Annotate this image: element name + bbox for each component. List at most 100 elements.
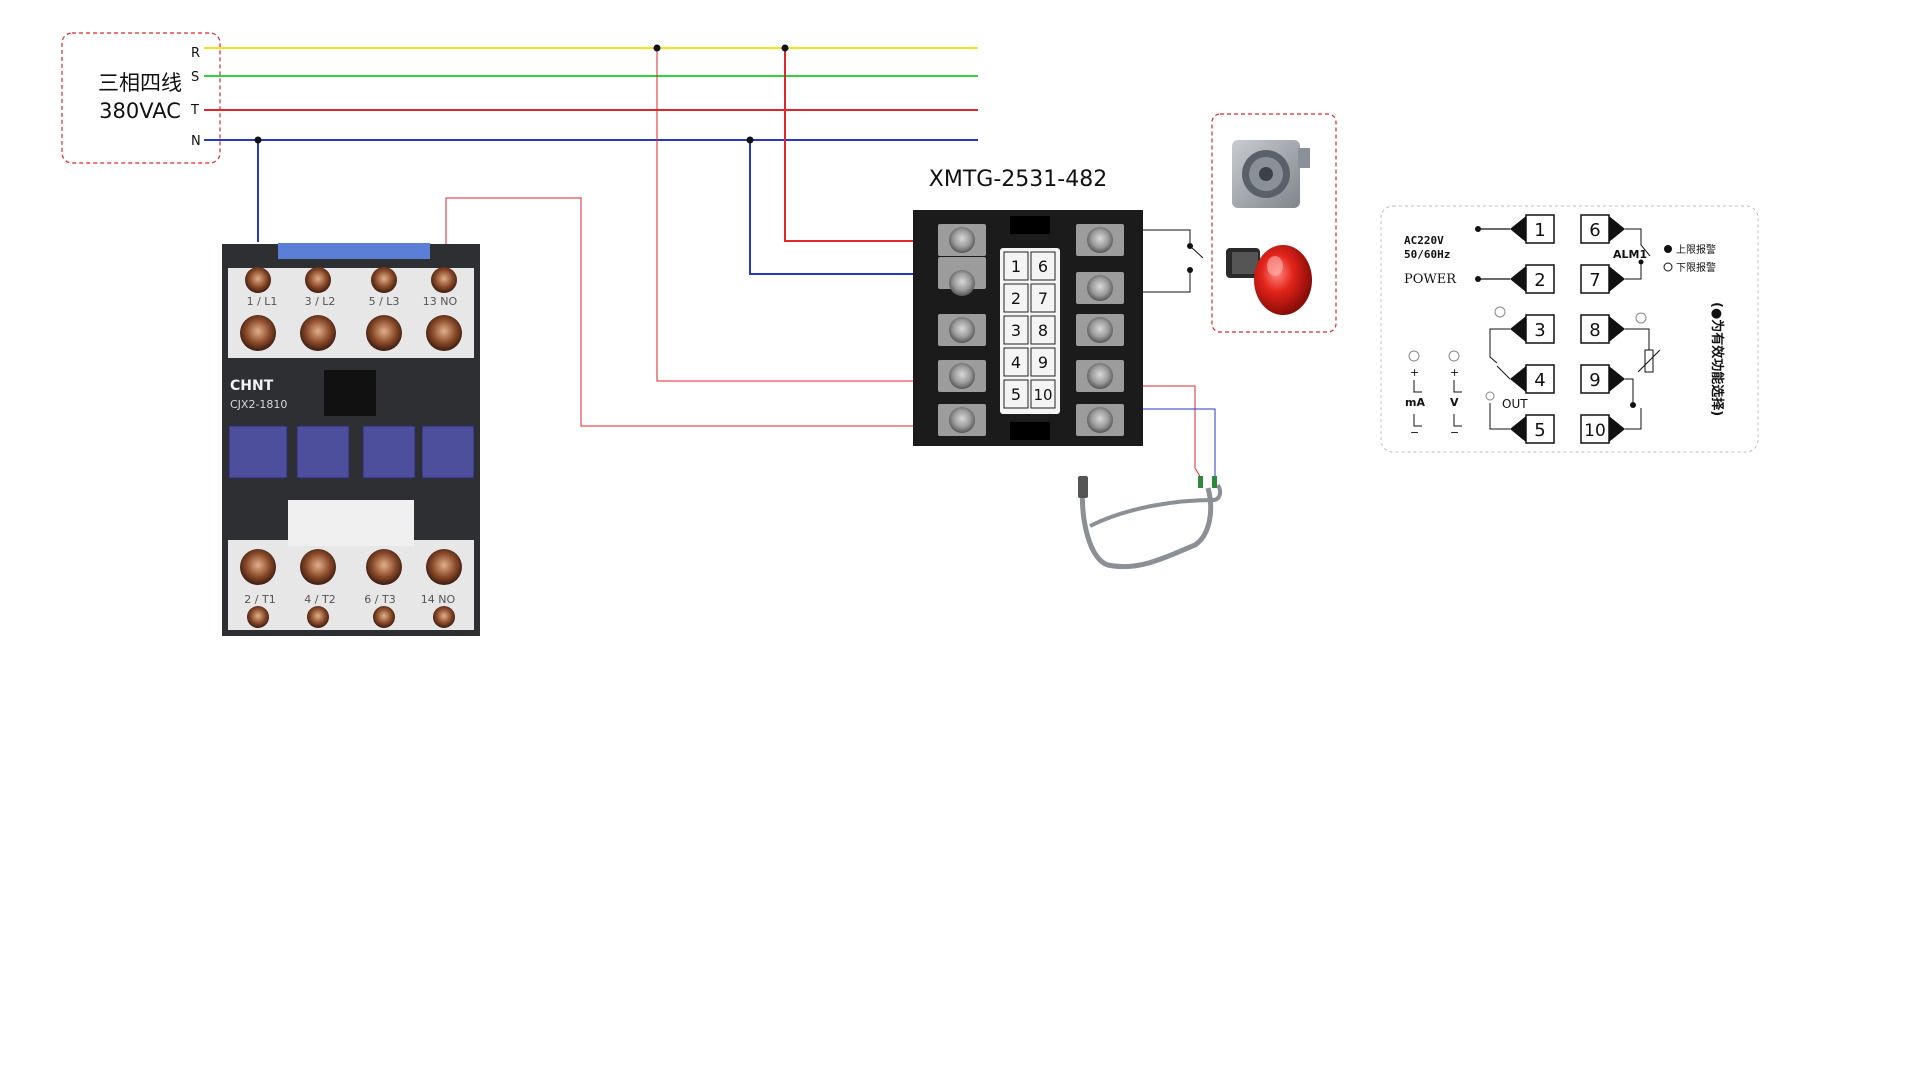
contactor-contact-block	[228, 425, 288, 479]
legend-minus: −	[1450, 426, 1459, 439]
screw-icon	[1087, 317, 1113, 343]
controller-terminal-number: 4	[1011, 353, 1021, 372]
contactor-top-screws	[240, 267, 462, 351]
legend-plus: +	[1450, 366, 1459, 379]
junction-dot	[1187, 243, 1193, 249]
controller-terminal-number: 7	[1038, 289, 1048, 308]
legend-lower-alarm: 下限报警	[1676, 261, 1716, 274]
contactor-contact-block	[421, 425, 475, 479]
legend-alarm-label: ALM1	[1613, 248, 1647, 261]
contactor-top-cover	[278, 243, 430, 259]
controller-right-terminals	[1076, 224, 1124, 436]
screw-icon	[949, 317, 975, 343]
power-source-label-line2: 380VAC	[99, 99, 181, 123]
screw-icon	[949, 270, 975, 296]
sensor-probe	[1078, 476, 1088, 498]
contactor-bottom-terminal-label: 14 NO	[421, 593, 456, 606]
legend-terminal-number: 4	[1534, 370, 1545, 391]
legend-ma-label: mA	[1405, 396, 1425, 409]
upper-alarm-selected-icon	[1664, 245, 1672, 253]
bus-lines	[204, 47, 978, 141]
legend-upper-alarm: 上限报警	[1676, 243, 1716, 256]
wire-terminal-10-to-sensor	[1140, 408, 1216, 478]
controller-top-notch	[1010, 216, 1050, 234]
alarm-devices-box	[1211, 113, 1337, 333]
screw-icon	[300, 549, 336, 585]
legend-terminal-number: 1	[1534, 220, 1545, 241]
phase-label-s: S	[191, 70, 199, 85]
contactor-bottom-terminal-label: 4 / T2	[304, 593, 335, 606]
screw-icon	[1087, 407, 1113, 433]
screw-icon	[305, 267, 331, 293]
screw-icon	[240, 549, 276, 585]
screw-icon	[307, 606, 329, 628]
contactor: 1 / L1 3 / L2 5 / L3 13 NO 2 / T1 4 / T2…	[222, 243, 480, 636]
legend-left-tags	[1475, 214, 1555, 444]
legend-box	[1380, 205, 1759, 453]
sensor-cable	[1089, 484, 1223, 528]
wire-r-to-terminal-1	[784, 48, 913, 242]
contactor-contact-block	[362, 425, 416, 479]
lower-alarm-unselected-icon	[1663, 262, 1673, 272]
junction-dots	[254, 44, 1193, 273]
legend-supply-line1: AC220V	[1404, 234, 1444, 247]
legend-power-label: POWER	[1404, 272, 1457, 287]
phase-label-r: R	[191, 46, 200, 61]
contactor-label-plate	[288, 500, 414, 546]
screw-icon	[245, 267, 271, 293]
legend-right-tags	[1580, 214, 1661, 444]
legend-minus: −	[1410, 426, 1419, 439]
controller-terminal-number: 8	[1038, 321, 1048, 340]
controller-left-terminals	[938, 224, 986, 436]
wire-n-to-terminal-2	[749, 140, 913, 275]
legend-input-symbols: + mA − + V −	[1405, 350, 1462, 439]
contactor-top-terminal-label: 5 / L3	[369, 295, 400, 308]
contactor-top-terminal-label: 13 NO	[423, 295, 458, 308]
junction-dot	[1187, 267, 1193, 273]
controller-number-grid	[1003, 251, 1056, 409]
contactor-aperture	[324, 370, 376, 416]
controller-model-label: XMTG-2531-482	[929, 167, 1107, 192]
junction-dot	[746, 136, 754, 144]
screw-icon	[1087, 363, 1113, 389]
controller-terminal-number: 9	[1038, 353, 1048, 372]
power-source: 三相四线 380VAC R S T N	[61, 32, 221, 164]
controller-terminal-number: 5	[1011, 385, 1021, 404]
screw-icon	[433, 606, 455, 628]
legend-out-label: OUT	[1502, 397, 1528, 411]
screw-icon	[1087, 227, 1113, 253]
junction-dot	[254, 136, 262, 144]
legend-note: (●为有效功能选择)	[1709, 302, 1725, 416]
legend-supply-line2: 50/60Hz	[1404, 248, 1450, 261]
wire-terminal-9-to-sensor	[1140, 385, 1202, 479]
phase-label-t: T	[190, 103, 199, 118]
controller-terminal-number: 6	[1038, 257, 1048, 276]
screw-icon	[240, 315, 276, 351]
power-source-label-line1: 三相四线	[98, 71, 182, 95]
contactor-contact-block	[296, 425, 350, 479]
junction-dot	[781, 44, 789, 52]
screw-icon	[949, 407, 975, 433]
contactor-bottom-terminal-label: 2 / T1	[244, 593, 275, 606]
wire-r-to-terminal-4	[656, 48, 913, 382]
contactor-model: CJX2-1810	[230, 398, 287, 411]
indicator-lamp-icon	[1226, 245, 1312, 315]
contactor-brand: CHNT	[230, 378, 274, 394]
screw-icon	[426, 549, 462, 585]
legend-terminal-number: 7	[1589, 270, 1600, 291]
wire-terminal-7-to-alarm	[1140, 270, 1191, 293]
legend-terminal-number: 8	[1589, 320, 1600, 341]
screw-icon	[949, 363, 975, 389]
legend-terminal-number: 9	[1589, 370, 1600, 391]
junction-dot	[653, 44, 661, 52]
legend-terminal-number: 2	[1534, 270, 1545, 291]
screw-icon	[366, 549, 402, 585]
screw-icon	[1087, 275, 1113, 301]
terminal-legend: AC220V 50/60Hz POWER	[1380, 205, 1759, 453]
contactor-top-terminal-label: 3 / L2	[305, 295, 336, 308]
screw-icon	[373, 606, 395, 628]
legend-v-label: V	[1450, 396, 1459, 409]
screw-icon	[431, 267, 457, 293]
screw-icon	[247, 606, 269, 628]
